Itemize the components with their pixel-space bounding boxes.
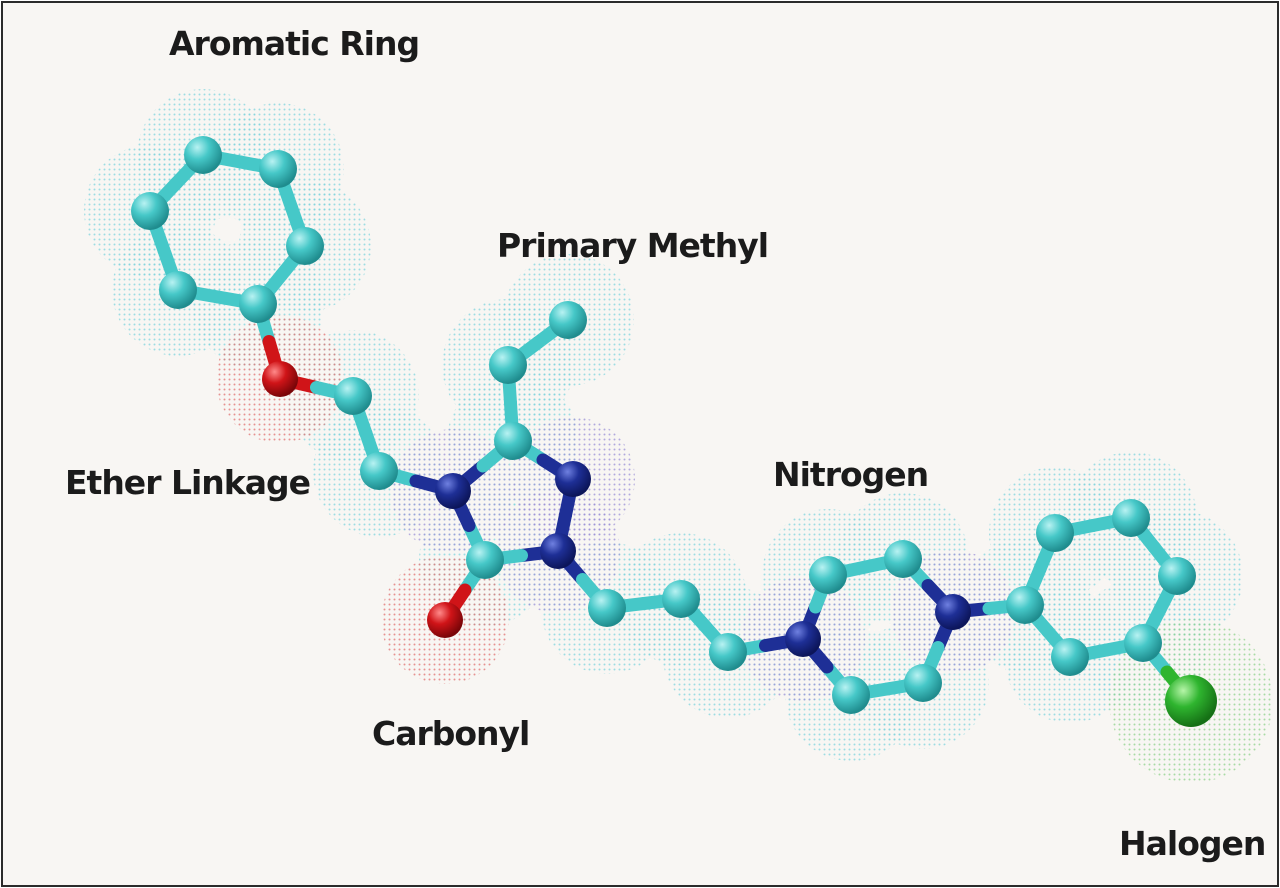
- carbon-atom: [239, 285, 277, 323]
- nitrogen-atom: [785, 621, 821, 657]
- carbon-atom: [662, 580, 700, 618]
- carbon-atom: [159, 271, 197, 309]
- carbon-atom: [1006, 586, 1044, 624]
- oxygen-atom: [262, 361, 298, 397]
- carbon-atom: [1112, 499, 1150, 537]
- label-carbonyl: Carbonyl: [372, 714, 530, 753]
- label-aromatic-ring: Aromatic Ring: [169, 24, 420, 63]
- vdw-surface-group: [84, 89, 1273, 783]
- carbon-atom: [884, 540, 922, 578]
- carbon-atom: [904, 664, 942, 702]
- nitrogen-atom: [555, 461, 591, 497]
- carbon-atom: [360, 452, 398, 490]
- carbon-atom: [588, 589, 626, 627]
- carbon-atom: [709, 633, 747, 671]
- molecule-diagram: [84, 89, 1273, 783]
- nitrogen-atom: [540, 533, 576, 569]
- carbon-atom: [466, 541, 504, 579]
- atom-group: [131, 136, 1217, 727]
- carbon-atom: [549, 301, 587, 339]
- chlorine-atom: [1165, 675, 1217, 727]
- carbon-atom: [489, 346, 527, 384]
- label-primary-methyl: Primary Methyl: [497, 226, 769, 265]
- carbon-atom: [832, 676, 870, 714]
- label-ether-linkage: Ether Linkage: [65, 463, 311, 502]
- carbon-atom: [1036, 514, 1074, 552]
- carbon-atom: [1051, 638, 1089, 676]
- carbon-atom: [286, 227, 324, 265]
- nitrogen-atom: [935, 594, 971, 630]
- carbon-atom: [184, 136, 222, 174]
- carbon-atom: [1158, 557, 1196, 595]
- carbon-atom: [494, 422, 532, 460]
- carbon-atom: [809, 556, 847, 594]
- carbon-atom: [131, 192, 169, 230]
- carbon-atom: [334, 377, 372, 415]
- oxygen-atom: [427, 602, 463, 638]
- carbon-atom: [1124, 624, 1162, 662]
- label-halogen: Halogen: [1119, 824, 1266, 863]
- carbon-atom: [259, 150, 297, 188]
- nitrogen-atom: [435, 473, 471, 509]
- label-nitrogen: Nitrogen: [773, 455, 929, 494]
